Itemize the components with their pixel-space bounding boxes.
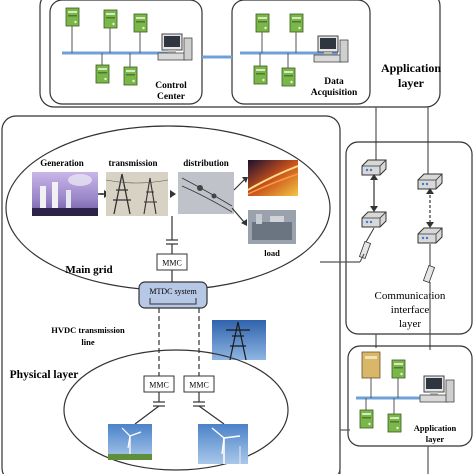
hvdc-label-1: HVDC transmission bbox=[51, 325, 125, 335]
data-acquisition-label-2: Acquisition bbox=[311, 88, 358, 98]
mtdc-system-box bbox=[138, 281, 208, 309]
distribution-label: distribution bbox=[183, 158, 229, 168]
offshore-wind-ellipse bbox=[63, 349, 289, 471]
factory-load-image bbox=[248, 210, 296, 244]
main-grid-label: Main grid bbox=[65, 264, 112, 276]
server-icon bbox=[123, 53, 138, 86]
generation-label: Generation bbox=[40, 158, 84, 168]
server-icon bbox=[95, 53, 110, 84]
control-center-label-1: Control bbox=[155, 81, 187, 91]
server-icon bbox=[391, 359, 406, 398]
router-icon bbox=[361, 159, 387, 176]
generation-image bbox=[32, 172, 98, 216]
computer-icon bbox=[157, 33, 193, 61]
interface-port bbox=[358, 240, 372, 260]
data-acquisition-label-1: Data bbox=[324, 77, 344, 87]
communication-label-3: layer bbox=[399, 318, 421, 330]
server-icon bbox=[65, 7, 80, 53]
hvdc-label-2: line bbox=[81, 337, 94, 347]
control-center-label-2: Center bbox=[157, 92, 186, 102]
hvdc-tower-image bbox=[212, 320, 266, 361]
load-label: load bbox=[264, 248, 280, 258]
top-application-layer-box bbox=[39, 0, 441, 108]
application-layer-top-label-1: Application bbox=[381, 61, 441, 75]
router-icon bbox=[361, 211, 387, 228]
application-layer-bottom-label-1: Application bbox=[414, 423, 457, 433]
server-icon bbox=[387, 398, 402, 433]
computer-icon bbox=[313, 35, 349, 63]
interface-port bbox=[422, 264, 436, 284]
right-mmc-label: MMC bbox=[189, 381, 209, 390]
control-center-box bbox=[49, 0, 203, 105]
transmission-image bbox=[105, 172, 169, 216]
router-icon bbox=[417, 173, 443, 190]
bottom-application-layer-box bbox=[347, 345, 473, 447]
wind-turbine-image-right bbox=[198, 424, 248, 464]
data-acquisition-box bbox=[231, 0, 371, 105]
server-icon bbox=[281, 53, 296, 87]
mtdc-label: MTDC system bbox=[149, 287, 197, 296]
router-icon bbox=[417, 227, 443, 244]
physical-layer-box bbox=[1, 115, 341, 474]
transmission-label: transmission bbox=[108, 158, 157, 168]
left-mmc-label: MMC bbox=[149, 381, 169, 390]
server-icon bbox=[133, 13, 148, 53]
communication-layer-box bbox=[345, 141, 473, 335]
physical-layer-label: Physical layer bbox=[10, 369, 79, 381]
server-icon bbox=[361, 351, 381, 398]
server-icon bbox=[253, 53, 268, 85]
main-mmc-label: MMC bbox=[162, 259, 182, 268]
city-load-image bbox=[247, 160, 299, 196]
application-layer-bottom-label-2: layer bbox=[426, 434, 445, 444]
application-layer-top-label-2: layer bbox=[398, 76, 425, 90]
server-icon bbox=[103, 9, 118, 53]
server-icon bbox=[255, 13, 270, 53]
server-icon bbox=[359, 398, 374, 429]
wind-turbine-image-left bbox=[108, 424, 152, 460]
communication-label-1: Communication bbox=[375, 290, 446, 302]
communication-label-2: interface bbox=[391, 304, 430, 316]
server-icon bbox=[289, 13, 304, 53]
distribution-image bbox=[178, 172, 234, 214]
computer-icon bbox=[419, 375, 455, 403]
